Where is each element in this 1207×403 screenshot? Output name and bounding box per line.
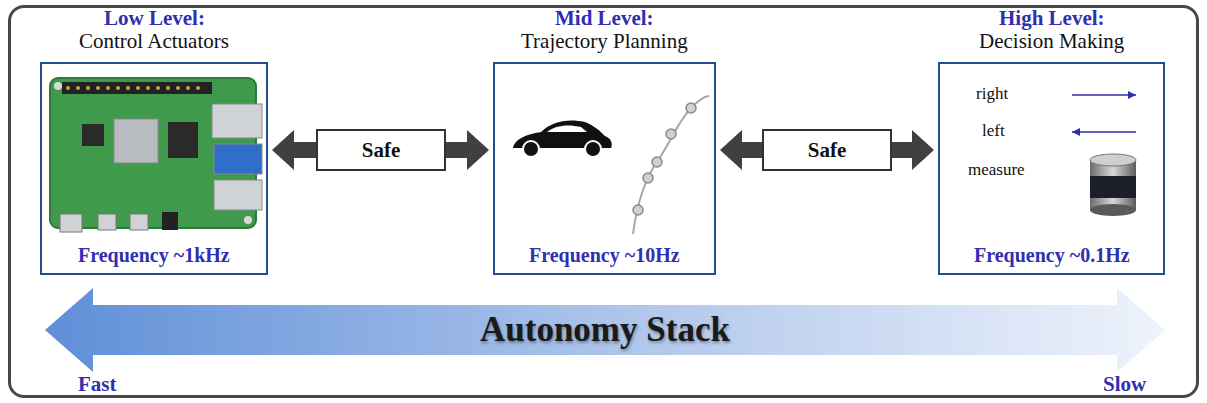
level-heading: Low Level: bbox=[104, 6, 205, 31]
option-label: left bbox=[982, 121, 1005, 141]
frequency-label: Frequency ~10Hz bbox=[529, 244, 680, 267]
level-heading: High Level: bbox=[999, 6, 1105, 31]
frequency-label: Frequency ~0.1Hz bbox=[974, 244, 1130, 267]
level-subtitle: Decision Making bbox=[979, 29, 1124, 54]
level-subtitle: Control Actuators bbox=[79, 29, 229, 54]
stack-arrow: Autonomy Stack bbox=[45, 288, 1165, 372]
speed-label: Slow bbox=[1103, 372, 1146, 397]
frequency-label: Frequency ~1kHz bbox=[78, 244, 230, 267]
speed-label: Fast bbox=[78, 372, 117, 397]
option-label: right bbox=[976, 84, 1008, 104]
level-box: Low Level:Control ActuatorsFrequency ~1k… bbox=[40, 62, 268, 275]
level-heading: Mid Level: bbox=[555, 6, 654, 31]
level-box: Mid Level:Trajectory PlanningFrequency ~… bbox=[493, 62, 716, 275]
level-box: High Level:Decision Makingrightleftmeasu… bbox=[938, 62, 1165, 275]
double-arrow-connector bbox=[272, 130, 489, 170]
edge-label: Safe bbox=[316, 129, 446, 171]
stack-title: Autonomy Stack bbox=[480, 310, 730, 350]
option-label: measure bbox=[968, 160, 1025, 180]
double-arrow-connector bbox=[720, 130, 934, 170]
level-subtitle: Trajectory Planning bbox=[521, 29, 688, 54]
edge-label: Safe bbox=[762, 129, 892, 171]
